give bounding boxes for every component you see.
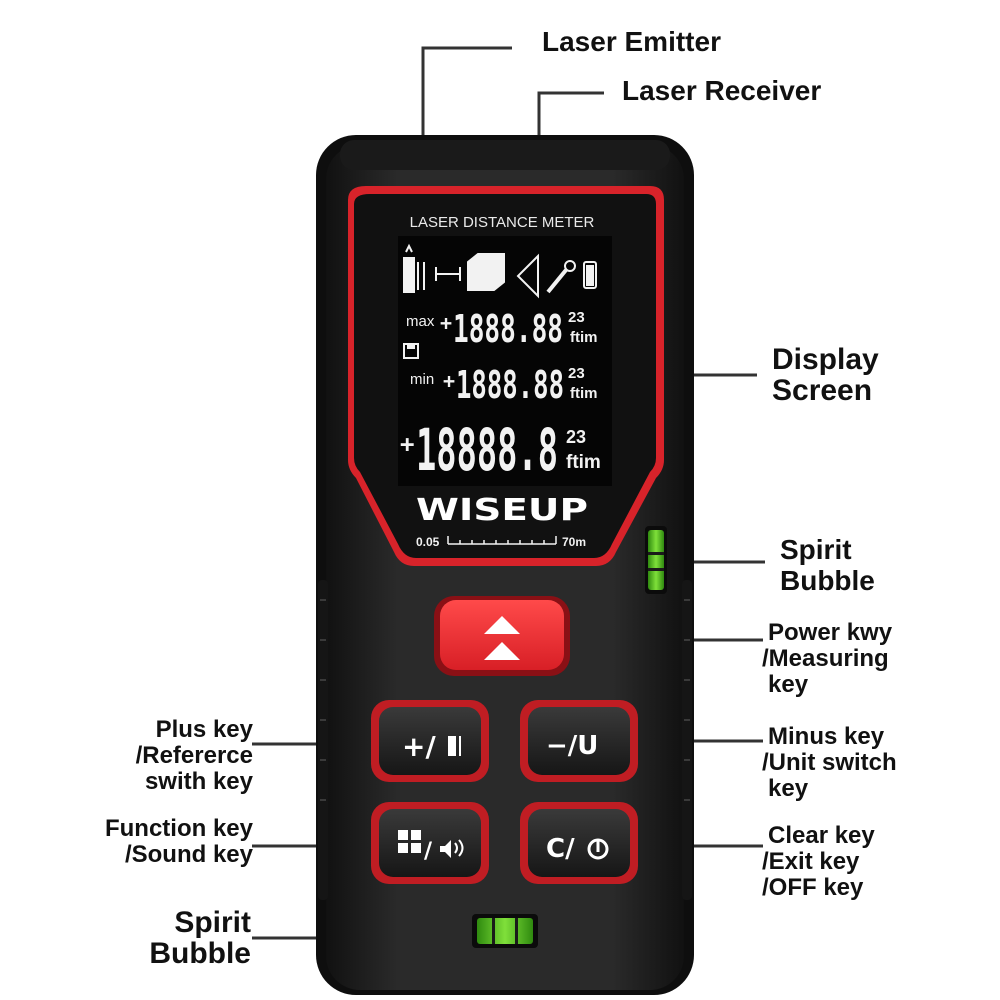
function-sound-key[interactable]: /: [371, 802, 489, 884]
max-plus-sign: +: [440, 311, 452, 335]
clear-key-line-3: /OFF key: [762, 874, 864, 901]
up-arrow-icon: [484, 616, 520, 634]
reference-key-icon: [448, 736, 461, 756]
power-key-line-1: Power kwy: [768, 619, 893, 646]
clear-key-line-2: /Exit key: [762, 848, 860, 875]
battery-icon: [583, 261, 597, 289]
laser-emitter-leader: [421, 46, 512, 140]
spirit-bubble-bottom-label: Spirit Bubble: [100, 907, 251, 969]
minus-key-line-3: key: [768, 775, 809, 802]
clear-key-line-1: Clear key: [768, 822, 875, 849]
power-off-icon: [587, 838, 609, 860]
function-key-label: /: [424, 839, 433, 864]
power-measuring-key[interactable]: [434, 596, 570, 676]
up-arrow-icon-lower: [484, 642, 520, 660]
minus-key-line-2: /Unit switch: [762, 749, 897, 776]
laser-receiver-label: Laser Receiver: [622, 75, 822, 106]
min-reading: 1888.88: [456, 363, 564, 407]
range-scale: 0.05 70m: [416, 535, 586, 549]
grid-icon: [398, 830, 421, 853]
main-unit: ftim: [566, 452, 601, 473]
min-superscript: 23: [568, 365, 585, 382]
screen-title: LASER DISTANCE METER: [410, 214, 595, 231]
min-prefix: min: [410, 371, 434, 388]
laser-receiver-leader: [537, 91, 604, 140]
clear-exit-off-key[interactable]: C/: [520, 802, 638, 884]
laser-emitter-label: Laser Emitter: [542, 26, 721, 57]
function-key-callout: Function key /Sound key: [80, 816, 253, 868]
lcd-main-row: + 18888.8 23 ftim: [400, 416, 601, 484]
plus-key-line-2: /Refererce: [135, 742, 253, 769]
range-min: 0.05: [416, 535, 440, 549]
spirit-bubble-side-line-1: Spirit: [780, 534, 852, 565]
max-superscript: 23: [568, 309, 585, 326]
display-screen-line-1: Display: [772, 343, 879, 376]
power-key-line-2: /Measuring: [762, 645, 889, 672]
min-plus-sign: +: [443, 369, 455, 393]
display-screen-line-2: Screen: [772, 374, 873, 407]
distance-icon: [435, 267, 461, 281]
plus-key-callout: Plus key /Refererce swith key: [100, 717, 253, 795]
max-reading: 1888.88: [453, 307, 563, 351]
clear-key-label: C/: [546, 834, 575, 864]
minus-key-line-1: Minus key: [768, 723, 885, 750]
plus-key-line-3: swith key: [144, 768, 253, 795]
minus-key-callout: Minus key /Unit switch key: [762, 723, 897, 802]
power-key-label: Power kwy /Measuring key: [762, 619, 893, 698]
bottom-spirit-bubble: [472, 914, 538, 948]
save-icon: [403, 343, 419, 359]
plus-key-label: +/: [402, 730, 436, 763]
spirit-bubble-bottom-line-1: Spirit: [174, 906, 251, 939]
spirit-bubble-bottom-line-2: Bubble: [149, 937, 251, 970]
plus-reference-key[interactable]: +/: [371, 700, 489, 782]
max-unit: ftim: [570, 329, 598, 346]
spirit-bubble-side-line-2: Bubble: [780, 565, 875, 596]
min-unit: ftim: [570, 385, 598, 402]
display-screen-label: Display Screen: [772, 344, 879, 406]
wrench-icon: [546, 260, 576, 294]
side-spirit-bubble: [645, 526, 667, 594]
function-key-line-2: /Sound key: [124, 841, 253, 868]
clear-key-callout: Clear key /Exit key /OFF key: [762, 822, 875, 901]
main-plus-sign: +: [400, 430, 414, 458]
angle-icon: [516, 253, 539, 299]
function-key-line-1: Function key: [104, 815, 253, 842]
brand-logo: WISEUP: [416, 493, 588, 528]
minus-unit-key[interactable]: −/U: [520, 700, 638, 782]
max-prefix: max: [406, 313, 435, 330]
reference-icon: [403, 243, 425, 293]
power-key-line-3: key: [768, 671, 809, 698]
lcd-min-row: min + 1888.88 23 ftim: [410, 363, 598, 407]
plus-key-line-1: Plus key: [155, 716, 253, 743]
speaker-icon: [440, 839, 464, 858]
main-superscript: 23: [566, 427, 586, 447]
minus-key-label: −/U: [546, 731, 598, 761]
lcd-icon-row: [403, 243, 597, 299]
spirit-bubble-side-label: Spirit Bubble: [780, 534, 875, 596]
range-max: 70m: [562, 535, 586, 549]
main-reading: 18888.8: [416, 416, 558, 484]
lcd-max-row: max + 1888.88 23 ftim: [406, 307, 598, 351]
volume-cube-icon: [467, 253, 505, 291]
